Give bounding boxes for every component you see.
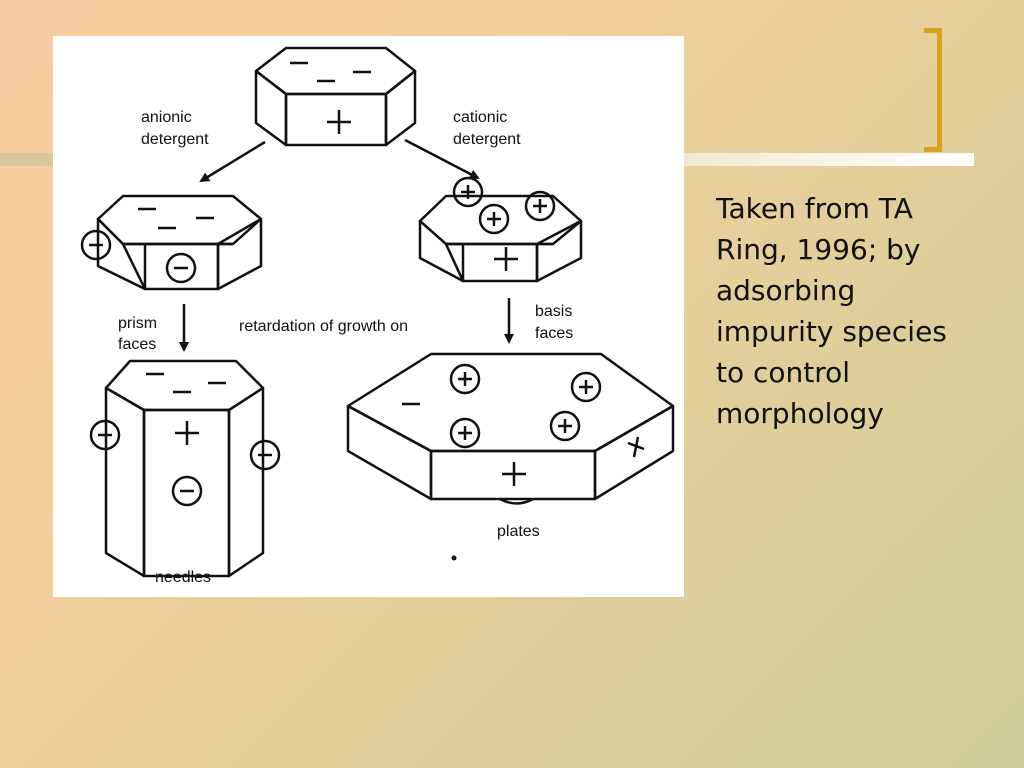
arrow-cationic (404, 138, 480, 180)
label-cationic-detergent: detergent (453, 131, 521, 148)
top-prism (254, 46, 417, 147)
caption-line: impurity species (716, 315, 947, 348)
label-retardation: retardation of growth on (239, 318, 408, 335)
arrow-anionic (199, 140, 266, 183)
label-prism-faces: faces (118, 336, 156, 353)
anionic-prism (96, 194, 263, 291)
label-anionic-detergent: detergent (141, 131, 209, 148)
minus-marks (89, 61, 420, 493)
arrows (179, 138, 514, 352)
bracket-decoration (924, 28, 942, 152)
caption-text: Taken from TA Ring, 1996; by adsorbing i… (716, 188, 1006, 434)
caption-line: Ring, 1996; by (716, 233, 921, 266)
label-plates: plates (497, 523, 540, 540)
label-basis: basis (535, 303, 572, 320)
caption-line: morphology (716, 397, 884, 430)
caption-line: to control (716, 356, 851, 389)
label-cationic: cationic (453, 109, 507, 126)
plate-prism (346, 352, 675, 505)
ion-circles (80, 176, 602, 507)
label-needles: needles (155, 569, 211, 586)
caption-line: Taken from TA (716, 192, 913, 225)
cationic-prism (418, 194, 583, 283)
label-prism: prism (118, 315, 157, 332)
stray-dot (451, 555, 457, 561)
plus-marks (175, 110, 645, 486)
crystal-morphology-figure: anionic detergent cationic detergent pri… (53, 36, 684, 597)
diagram-svg: anionic detergent cationic detergent pri… (80, 46, 675, 586)
needle-prism (104, 359, 265, 578)
caption-line: adsorbing (716, 274, 856, 307)
label-anionic: anionic (141, 109, 192, 126)
label-basis-faces: faces (535, 325, 573, 342)
